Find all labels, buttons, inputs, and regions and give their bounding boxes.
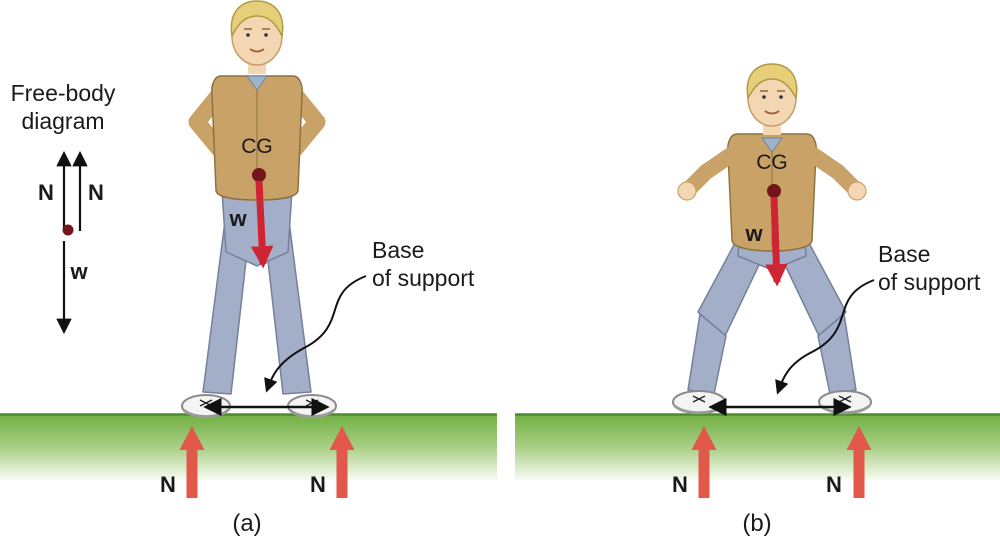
- person-b-collar: [761, 137, 783, 153]
- ground-left: [0, 413, 497, 480]
- panel-b-normal-arrow-left: [691, 426, 717, 498]
- free-body-diagram: Free-body diagram N N w: [11, 80, 116, 335]
- person-b-hair: [746, 63, 798, 99]
- person-b-right-eye: [779, 95, 783, 99]
- person-b-left-fist: [677, 181, 697, 201]
- shoe-sole: [182, 408, 230, 419]
- panel-a-annotations: CG w Base of support N N (a): [160, 135, 475, 537]
- shoe-sole: [288, 408, 336, 419]
- panel-b-n-label-left: N: [672, 472, 688, 497]
- ground-right-fill: [515, 414, 1000, 480]
- shoe-laces: [692, 395, 706, 403]
- panel-b-weight-arrow: [765, 196, 788, 287]
- panel-a-base-label-line1: Base: [372, 237, 424, 263]
- panel-a-normal-arrow-left: [179, 426, 205, 498]
- person-b-right-arm: [792, 138, 862, 196]
- fbd-w-label: w: [69, 259, 88, 284]
- panel-b-normal-arrow-right: [846, 426, 872, 498]
- person-a-left-eye: [246, 33, 250, 37]
- panel-b-cg-label: CG: [756, 151, 788, 174]
- panel-a-n-label-left: N: [160, 472, 176, 497]
- person-b-mouth: [764, 110, 780, 115]
- fbd-n-label-left: N: [38, 180, 54, 205]
- panel-a-normal-arrow-right: [329, 426, 355, 498]
- person-a-mouth: [249, 48, 265, 53]
- panel-b-base-pointer: [775, 279, 875, 395]
- fbd-cg-dot: [62, 224, 74, 236]
- person-b-right-fist: [847, 181, 867, 201]
- panel-a-weight-arrow: [250, 180, 274, 269]
- panel-a-base-label-line2: of support: [372, 265, 475, 291]
- panel-b-n-label-right: N: [826, 472, 842, 497]
- person-a-right-eye: [264, 33, 268, 37]
- panel-b-base-label-line1: Base: [878, 241, 930, 267]
- person-b-left-eye: [762, 95, 766, 99]
- free-body-title-line2: diagram: [21, 108, 104, 134]
- panel-a-base-pointer: [264, 275, 367, 393]
- panel-b-cg-dot: [767, 184, 781, 198]
- person-b-left-arm: [682, 138, 752, 196]
- person-b-left-shoe: [672, 390, 726, 415]
- panel-a-w-label: w: [228, 206, 247, 231]
- panel-b-w-label: w: [744, 221, 763, 246]
- panel-a-cg-label: CG: [241, 135, 273, 158]
- ground-left-fill: [0, 414, 497, 480]
- fbd-n-label-right: N: [88, 180, 104, 205]
- panel-a-n-label-right: N: [310, 472, 326, 497]
- person-a-hair: [230, 0, 284, 37]
- free-body-title-line1: Free-body: [11, 80, 116, 106]
- person-b-right-shoe: [818, 390, 872, 415]
- panel-b-caption: (b): [742, 510, 771, 537]
- panel-b-base-label-line2: of support: [878, 269, 981, 295]
- panel-b-annotations: CG w Base of support N N (b): [672, 151, 981, 537]
- panel-a-cg-dot: [252, 168, 266, 182]
- person-a-collar: [246, 75, 268, 91]
- ground-right: [515, 413, 1000, 480]
- panel-a-caption: (a): [232, 510, 261, 537]
